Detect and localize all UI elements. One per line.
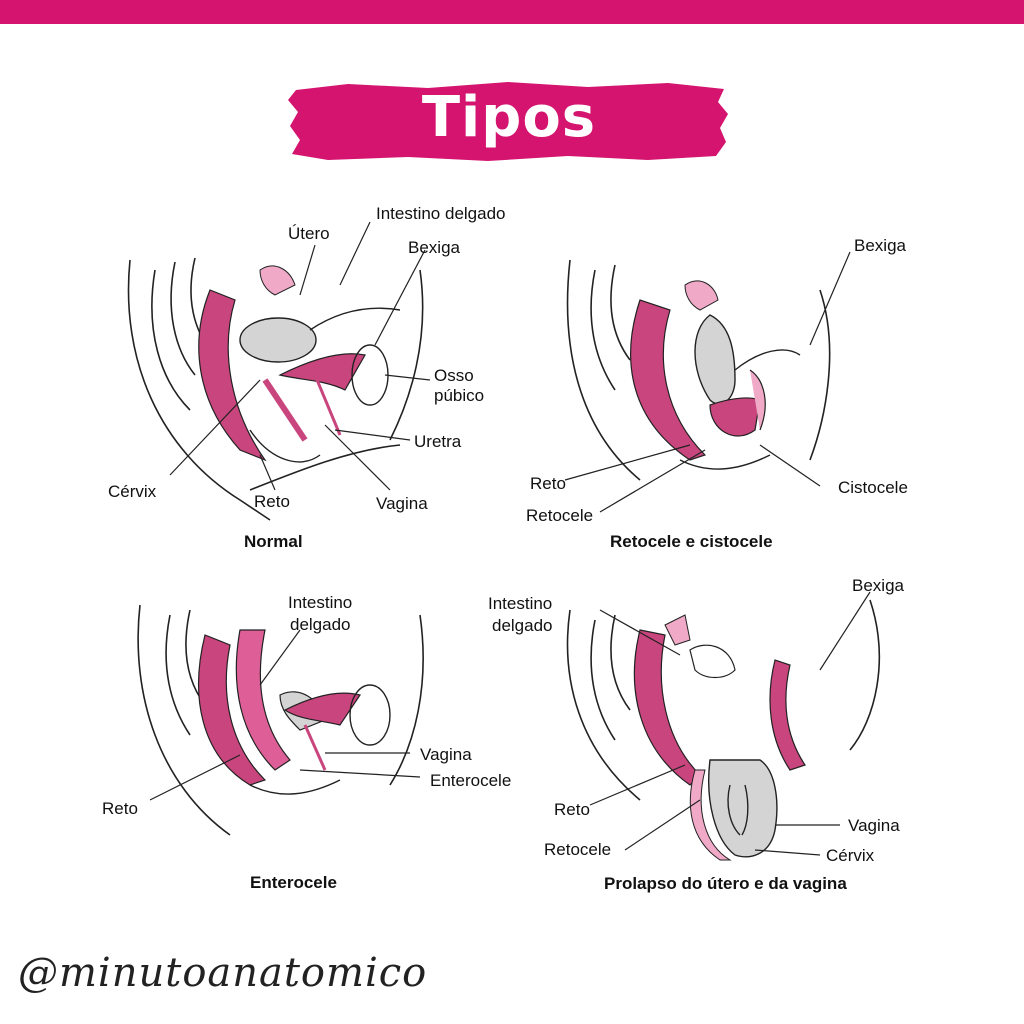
label-vagina: Vagina <box>848 816 900 835</box>
caption-normal: Normal <box>244 532 303 551</box>
label-reto: Reto <box>254 492 290 511</box>
label-reto: Reto <box>102 799 138 818</box>
panel-prolapso: Intestino delgado Bexiga Reto Retocele V… <box>488 570 960 905</box>
top-accent-bar <box>0 0 1024 24</box>
footer-handle: @minutoanatomico <box>18 950 428 996</box>
normal-anatomy-drawing <box>127 221 431 521</box>
caption-prolapso: Prolapso do útero e da vagina <box>604 874 847 893</box>
panel-enterocele: Intestino delgado Vagina Enterocele Reto… <box>100 585 550 905</box>
label-cistocele: Cistocele <box>838 478 908 497</box>
label-cervix: Cérvix <box>826 846 875 865</box>
label-bexiga: Bexiga <box>408 238 460 257</box>
enterocele-drawing <box>137 604 424 836</box>
page-title: Tipos <box>421 84 597 150</box>
retocele-cistocele-drawing <box>564 251 851 513</box>
label-bexiga: Bexiga <box>854 236 906 255</box>
caption-retocele-cistocele: Retocele e cistocele <box>610 532 773 551</box>
prolapso-drawing <box>566 591 881 861</box>
label-pubico: púbico <box>434 386 485 405</box>
label-enterocele: Enterocele <box>430 771 512 790</box>
panel-retocele-cistocele: Bexiga Reto Retocele Cistocele Retocele … <box>520 230 940 560</box>
label-uretra: Uretra <box>414 432 462 451</box>
label-bexiga: Bexiga <box>852 576 904 595</box>
label-intestino-delgado: Intestino delgado <box>376 204 506 223</box>
caption-enterocele: Enterocele <box>250 873 337 892</box>
label-delgado: delgado <box>290 615 351 634</box>
label-cervix: Cérvix <box>108 482 157 501</box>
panel-normal: Intestino delgado Útero Bexiga Osso púbi… <box>100 200 530 560</box>
label-reto: Reto <box>530 474 566 493</box>
label-vagina: Vagina <box>376 494 428 513</box>
label-intestino: Intestino <box>288 593 353 612</box>
label-reto: Reto <box>554 800 590 819</box>
label-osso: Osso <box>434 366 474 385</box>
label-utero: Útero <box>288 224 330 243</box>
label-vagina: Vagina <box>420 745 472 764</box>
label-intestino: Intestino <box>488 594 553 613</box>
title-banner <box>288 82 728 161</box>
label-delgado: delgado <box>492 616 553 635</box>
label-retocele: Retocele <box>544 840 612 859</box>
label-retocele: Retocele <box>526 506 594 525</box>
